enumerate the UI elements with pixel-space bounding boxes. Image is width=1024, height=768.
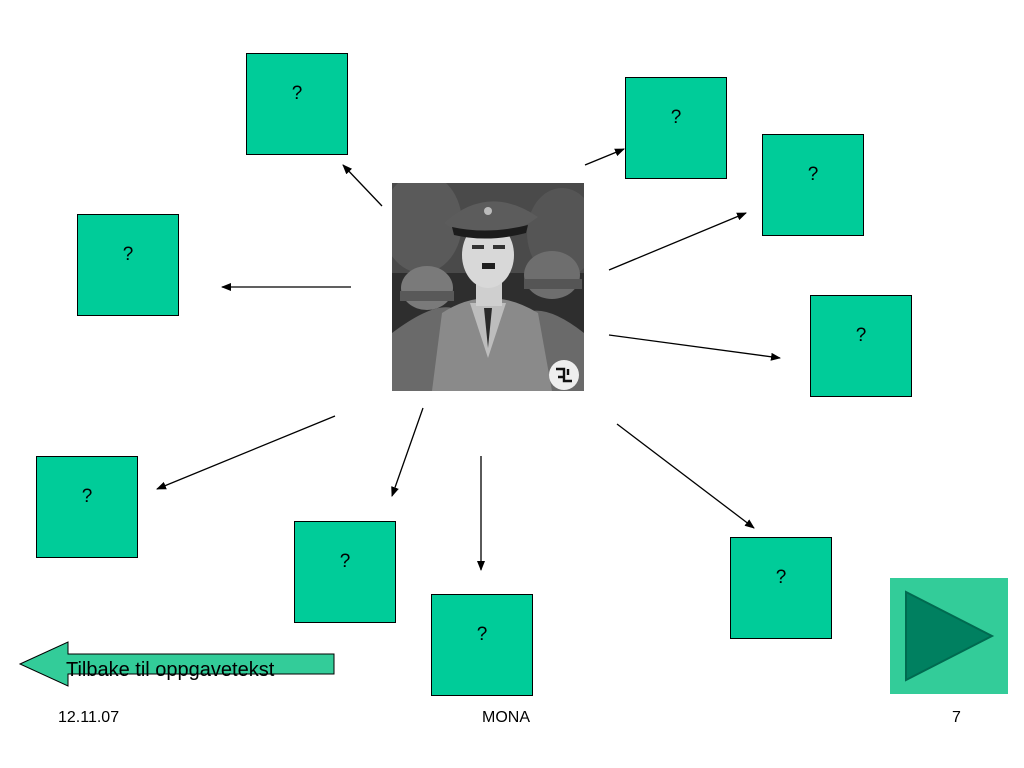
question-box-bottom-center[interactable]: ? bbox=[431, 594, 533, 696]
question-mark: ? bbox=[291, 83, 303, 104]
question-mark: ? bbox=[81, 486, 93, 507]
arrow-to-box-right-upper bbox=[608, 212, 747, 271]
arrow-to-box-top-right bbox=[584, 148, 625, 166]
back-to-task-link[interactable]: Tilbake til oppgavetekst bbox=[66, 659, 275, 681]
question-box-right-middle[interactable]: ? bbox=[810, 295, 912, 397]
arrow-to-box-lower-center-left bbox=[391, 407, 424, 497]
question-box-top-right[interactable]: ? bbox=[625, 77, 727, 179]
question-mark: ? bbox=[670, 107, 682, 128]
arrow-to-box-lower-left bbox=[156, 415, 336, 490]
question-mark: ? bbox=[807, 164, 819, 185]
question-box-lower-right[interactable]: ? bbox=[730, 537, 832, 639]
arrow-to-box-lower-right bbox=[616, 423, 755, 529]
footer-page-number: 7 bbox=[952, 709, 961, 726]
arrow-to-box-right-middle bbox=[608, 334, 781, 361]
question-box-lower-center-left[interactable]: ? bbox=[294, 521, 396, 623]
question-mark: ? bbox=[339, 551, 351, 572]
portrait-photo bbox=[392, 183, 584, 391]
question-box-top-left[interactable]: ? bbox=[246, 53, 348, 155]
question-mark: ? bbox=[122, 244, 134, 265]
footer-date: 12.11.07 bbox=[58, 709, 120, 726]
question-box-far-right-upper[interactable]: ? bbox=[762, 134, 864, 236]
play-triangle-icon bbox=[905, 590, 995, 682]
next-slide-button[interactable] bbox=[890, 578, 1008, 694]
footer-center-text: MONA bbox=[482, 709, 530, 726]
question-box-lower-left[interactable]: ? bbox=[36, 456, 138, 558]
question-box-left[interactable]: ? bbox=[77, 214, 179, 316]
question-mark: ? bbox=[855, 325, 867, 346]
arrow-to-box-top-left bbox=[342, 164, 383, 207]
question-mark: ? bbox=[476, 624, 488, 645]
left-arrow-icon[interactable] bbox=[18, 640, 338, 688]
question-mark: ? bbox=[775, 567, 787, 588]
